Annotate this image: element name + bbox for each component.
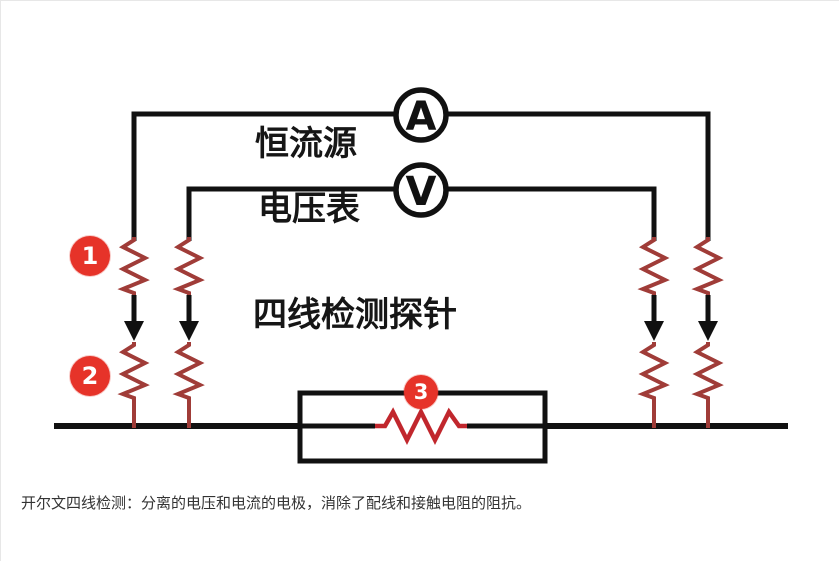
probe-leg-outer-right: [691, 237, 724, 428]
label-voltmeter: 电压表: [258, 189, 360, 229]
voltmeter-letter: V: [406, 169, 437, 215]
badge-2: 2: [70, 356, 110, 396]
badge-1: 1: [70, 236, 110, 276]
badge-2-number: 2: [81, 362, 99, 390]
down-arrow-head-icon: [124, 321, 144, 341]
caption: 开尔文四线检测：分离的电压和电流的电极，消除了配线和接触电阻的阻抗。: [21, 494, 532, 512]
contact-resistance-resistor: [172, 342, 205, 428]
probe-resistance-resistor: [637, 237, 670, 295]
down-arrow-head-icon: [644, 321, 664, 341]
probe-leg-inner-left: [172, 237, 205, 428]
badge-3-number: 3: [413, 380, 429, 404]
badge-1-number: 1: [81, 242, 99, 270]
contact-resistance-resistor: [117, 342, 150, 428]
contact-resistance-resistor: [691, 342, 724, 428]
probe-leg-outer-left: [117, 237, 150, 428]
probe-leg-inner-right: [637, 237, 670, 428]
probe-resistance-resistor: [117, 237, 150, 295]
down-arrow-head-icon: [179, 321, 199, 341]
voltmeter: V: [393, 162, 449, 218]
ammeter-circle: [393, 87, 449, 143]
contact-resistance-resistor: [637, 342, 670, 428]
label-four-wire-probe: 四线检测探针: [253, 295, 457, 335]
voltmeter-circle: [393, 162, 449, 218]
ammeter-letter: A: [406, 94, 437, 140]
label-constant-current-source: 恒流源: [255, 124, 357, 164]
probe-resistance-resistor: [172, 237, 205, 295]
dut-resistor: [375, 406, 467, 446]
down-arrow-head-icon: [698, 321, 718, 341]
probe-resistance-resistor: [691, 237, 724, 295]
badge-3: 3: [404, 375, 438, 409]
ammeter: A: [393, 87, 449, 143]
